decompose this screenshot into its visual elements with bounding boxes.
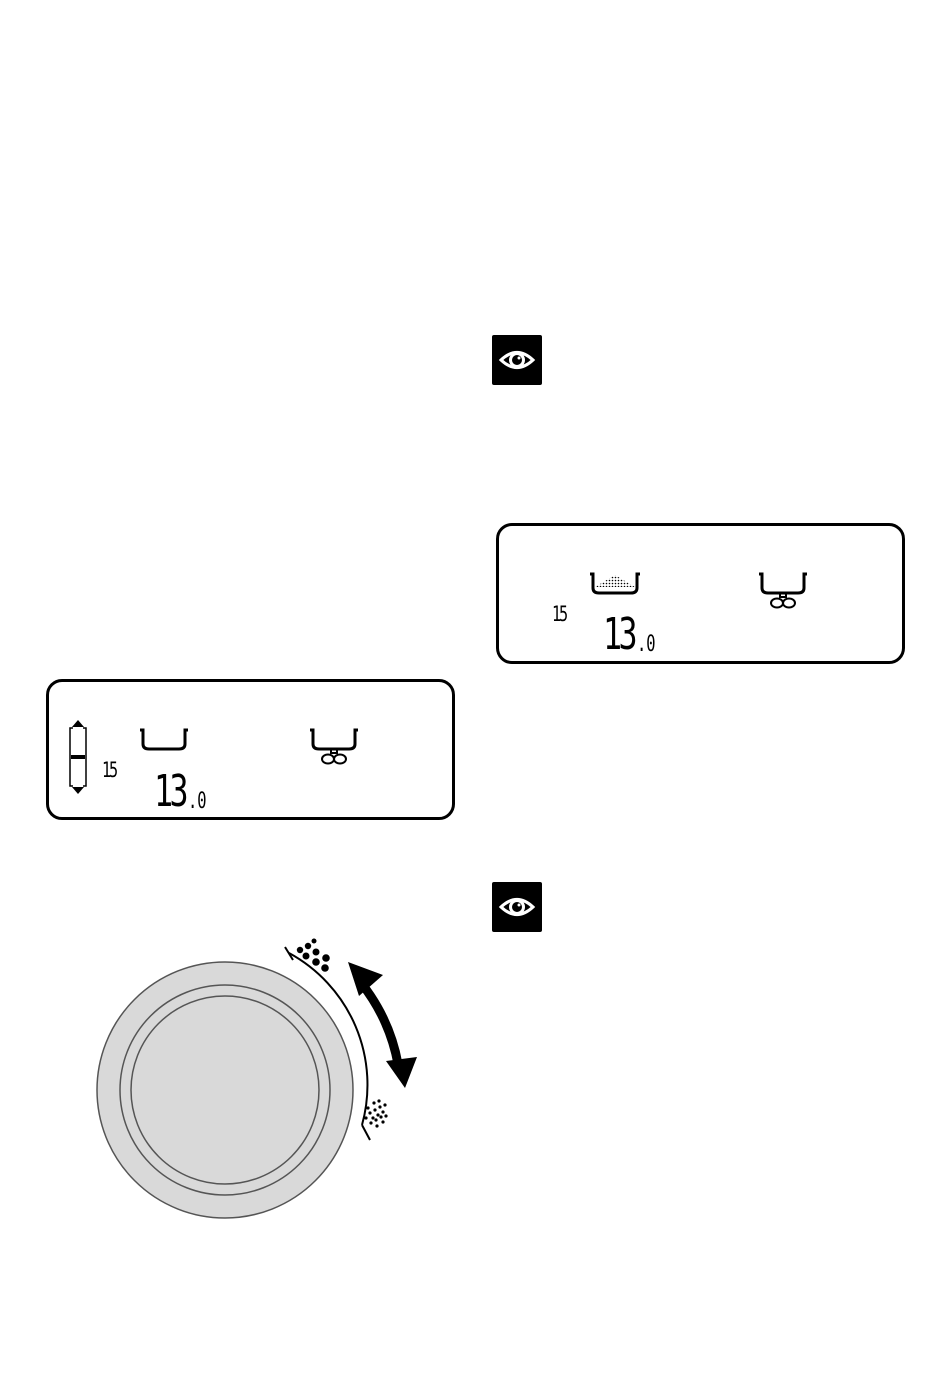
small-value: 15 bbox=[552, 604, 566, 625]
lcd-display-left: 15 13 .0 bbox=[46, 679, 455, 820]
arrow-down-icon bbox=[72, 787, 84, 794]
main-value: 13 bbox=[603, 613, 634, 657]
indicator-segment bbox=[71, 755, 85, 759]
filled-cup-icon bbox=[587, 570, 647, 602]
eye-icon bbox=[492, 882, 542, 932]
decimal-value: .0 bbox=[637, 634, 656, 656]
decimal-value: .0 bbox=[188, 791, 207, 813]
cup-with-dispenser-icon bbox=[307, 728, 367, 768]
small-value: 15 bbox=[102, 760, 116, 781]
cup-with-dispenser-icon bbox=[756, 572, 816, 612]
eye-icon bbox=[492, 335, 542, 385]
coarse-grind-icon bbox=[297, 939, 330, 972]
empty-cup-icon bbox=[137, 728, 197, 756]
level-indicator bbox=[63, 720, 93, 800]
fine-grind-icon bbox=[364, 1099, 387, 1127]
lcd-display-right: 15 13 .0 bbox=[496, 523, 905, 664]
rotary-knob-icon[interactable] bbox=[97, 962, 353, 1218]
rotary-knob-diagram bbox=[80, 930, 440, 1230]
main-value: 13 bbox=[154, 770, 185, 814]
arrow-up-icon bbox=[72, 720, 84, 727]
double-arrow-icon bbox=[348, 962, 417, 1088]
